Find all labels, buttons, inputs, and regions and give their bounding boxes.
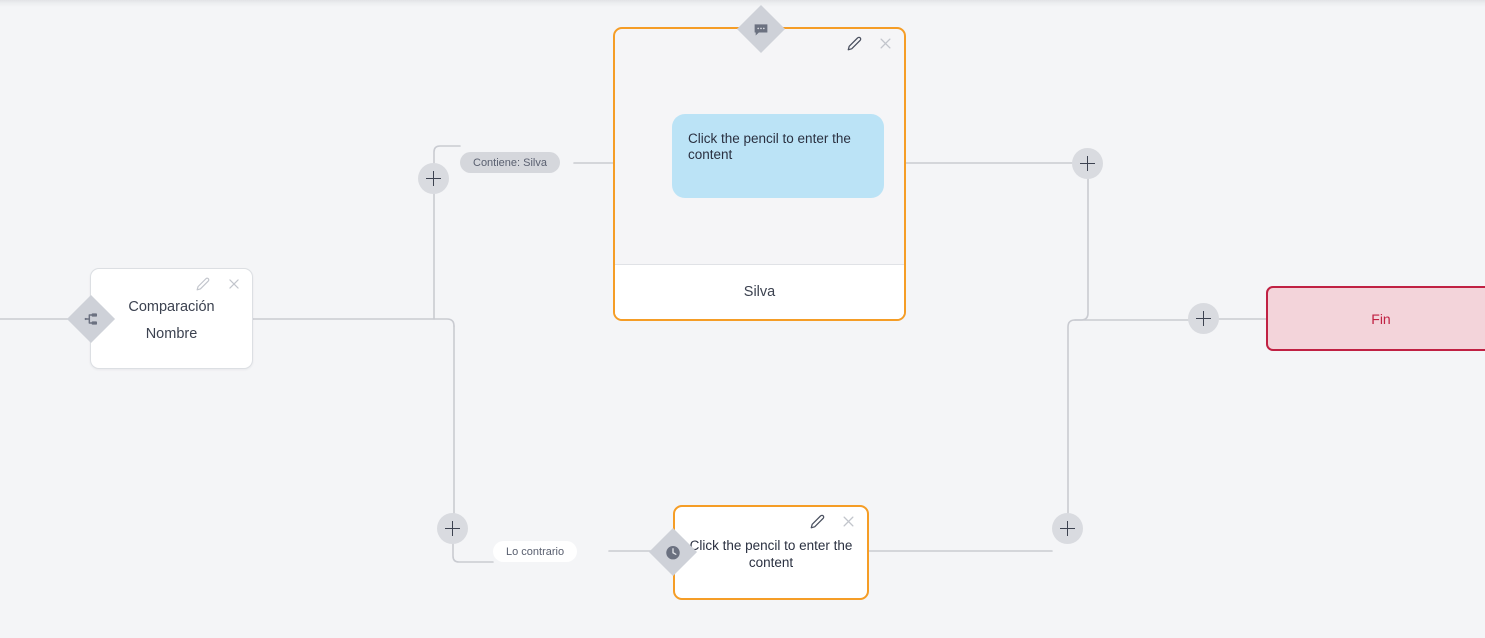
add-node-button-2[interactable]	[1072, 148, 1103, 179]
edge-label-contrario[interactable]: Lo contrario	[493, 541, 578, 562]
branch-glyph	[83, 311, 99, 327]
close-icon[interactable]	[225, 275, 242, 292]
close-icon[interactable]	[840, 513, 857, 530]
clock-icon[interactable]	[648, 527, 698, 577]
node-comparacion-actions	[194, 275, 242, 292]
node-fin[interactable]: Fin	[1266, 286, 1485, 351]
chat-bubble-glyph	[753, 21, 770, 38]
node-comparacion[interactable]: Comparación Nombre	[90, 268, 253, 369]
node-message-bottom-text: Click the pencil to enter the content	[689, 538, 853, 571]
node-message-bottom-actions	[809, 513, 857, 530]
node-message-top-footer: Silva	[615, 264, 904, 319]
add-node-button-5[interactable]	[1188, 303, 1219, 334]
node-message-top[interactable]: Click the pencil to enter the content Si…	[613, 27, 906, 321]
clock-glyph	[665, 544, 682, 561]
add-node-button-4[interactable]	[1052, 513, 1083, 544]
node-comparacion-title: Comparación	[128, 299, 215, 315]
pencil-icon[interactable]	[846, 35, 863, 52]
add-node-button-1[interactable]	[418, 163, 449, 194]
node-fin-label: Fin	[1371, 310, 1391, 327]
add-node-button-3[interactable]	[437, 513, 468, 544]
pencil-icon[interactable]	[809, 513, 826, 530]
branch-icon[interactable]	[66, 294, 116, 344]
pencil-icon[interactable]	[194, 275, 211, 292]
header-shadow-strip	[0, 0, 1485, 7]
chat-bubble-icon[interactable]	[736, 4, 786, 54]
close-icon[interactable]	[877, 35, 894, 52]
node-message-bottom[interactable]: Click the pencil to enter the content	[673, 505, 869, 600]
node-comparacion-subtitle: Nombre	[145, 326, 198, 342]
edge-label-contiene[interactable]: Contiene: Silva	[460, 152, 560, 173]
node-message-top-actions	[846, 35, 894, 52]
node-message-top-bubble: Click the pencil to enter the content	[672, 114, 884, 198]
